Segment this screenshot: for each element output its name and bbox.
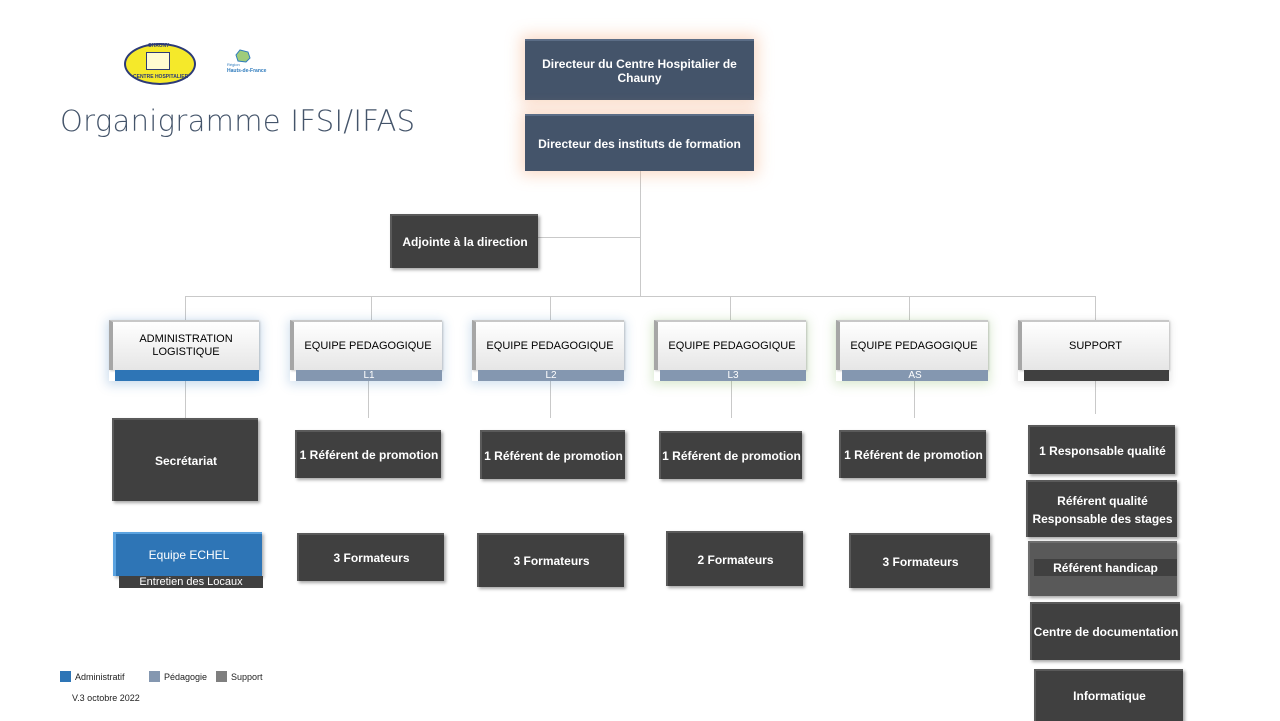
equipe-echel-box: Equipe ECHEL Entretien des Locaux [113, 532, 263, 588]
connector-line [550, 296, 551, 320]
entretien-locaux-label: Entretien des Locaux [119, 576, 263, 588]
formateurs-l2-box: 3 Formateurs [477, 533, 624, 587]
directeur-ch-box: Directeur du Centre Hospitalier de Chaun… [525, 39, 754, 100]
legend-administratif-label: Administratif [75, 672, 125, 682]
column-head-label: SUPPORT [1018, 320, 1169, 370]
page-title: Organigramme IFSI/IFAS [60, 104, 416, 138]
connector-line [914, 381, 915, 418]
column-equipe-l3: EQUIPE PEDAGOGIQUE L3 [654, 320, 806, 381]
region-small-label: Région [227, 62, 240, 67]
connector-line [1095, 381, 1096, 414]
referent-qualite-box: Référent qualité Responsable des stages [1026, 480, 1177, 537]
formateurs-as-box: 3 Formateurs [849, 533, 990, 588]
legend-support-swatch [216, 671, 227, 682]
equipe-echel-label: Equipe ECHEL [113, 532, 262, 576]
informatique-box: Informatique [1034, 669, 1183, 721]
column-equipe-as: EQUIPE PEDAGOGIQUE AS [836, 320, 988, 381]
column-administration: ADMINISTRATION LOGISTIQUE [109, 320, 259, 381]
referent-qualite-line1: Référent qualité [1057, 493, 1148, 508]
connector-line [368, 381, 369, 418]
column-tag: L3 [660, 370, 806, 381]
column-tag: L1 [296, 370, 442, 381]
referent-l3-box: 1 Référent de promotion [659, 431, 802, 479]
referent-l1-box: 1 Référent de promotion [295, 430, 441, 478]
connector-line [371, 296, 372, 320]
logo-text-top: CHAUNY [148, 43, 170, 49]
responsable-qualite-box: 1 Responsable qualité [1028, 425, 1175, 474]
secretariat-box: Secrétariat [112, 418, 258, 501]
connector-line [550, 381, 551, 418]
column-head-label: ADMINISTRATION LOGISTIQUE [109, 320, 259, 370]
referent-l2-box: 1 Référent de promotion [480, 430, 625, 479]
region-map-icon [235, 49, 251, 63]
connector-line [909, 296, 910, 320]
column-head-label: EQUIPE PEDAGOGIQUE [472, 320, 624, 370]
region-logo: Région Hauts-de-France [226, 48, 266, 78]
column-tag: AS [842, 370, 988, 381]
column-support: SUPPORT [1018, 320, 1169, 381]
column-equipe-l2: EQUIPE PEDAGOGIQUE L2 [472, 320, 624, 381]
directeur-instituts-box: Directeur des instituts de formation [525, 114, 754, 171]
formateurs-l3-box: 2 Formateurs [666, 531, 803, 586]
referent-handicap-label: Référent handicap [1034, 559, 1177, 576]
connector-line [640, 170, 641, 297]
connector-line [185, 296, 186, 320]
administratif-color-strip [115, 370, 259, 381]
column-head-label: EQUIPE PEDAGOGIQUE [836, 320, 988, 370]
version-label: V.3 octobre 2022 [72, 693, 140, 703]
connector-line [1095, 296, 1096, 320]
column-equipe-l1: EQUIPE PEDAGOGIQUE L1 [290, 320, 442, 381]
legend-pedagogie-label: Pédagogie [164, 672, 208, 682]
connector-line [730, 296, 731, 320]
logo-text-bottom: CENTRE HOSPITALIER [133, 74, 189, 80]
column-tag: L2 [478, 370, 624, 381]
referent-qualite-line2: Responsable des stages [1032, 511, 1173, 526]
formateurs-l1-box: 3 Formateurs [297, 533, 444, 581]
hospital-building-icon [146, 52, 170, 70]
centre-documentation-box: Centre de documentation [1030, 602, 1180, 660]
chauny-hospital-logo [124, 43, 196, 85]
connector-line [185, 296, 1096, 297]
referent-as-box: 1 Référent de promotion [839, 430, 986, 478]
connector-line [185, 381, 186, 418]
legend-support-label: Support [231, 672, 263, 682]
legend-administratif-swatch [60, 671, 71, 682]
connector-line [537, 237, 641, 238]
legend-pedagogie-swatch [149, 671, 160, 682]
referent-handicap-box: Référent handicap [1028, 541, 1177, 596]
column-head-label: EQUIPE PEDAGOGIQUE [654, 320, 806, 370]
connector-line [731, 381, 732, 418]
region-name-label: Hauts-de-France [227, 68, 267, 74]
adjointe-box: Adjointe à la direction [390, 214, 538, 268]
support-color-strip [1024, 370, 1169, 381]
column-head-label: EQUIPE PEDAGOGIQUE [290, 320, 442, 370]
